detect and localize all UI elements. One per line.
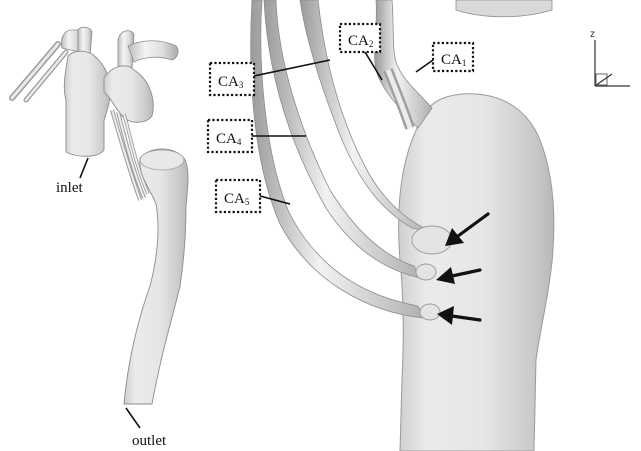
outlet-leader-line bbox=[126, 408, 140, 428]
ca1-tag: CA1 bbox=[416, 43, 473, 72]
full-aorta-model bbox=[12, 27, 188, 404]
ca5-label-base: CA bbox=[224, 191, 245, 207]
y-axis-line bbox=[595, 74, 612, 86]
ca2-label-base: CA bbox=[348, 33, 369, 49]
inlet-leader-line bbox=[80, 158, 88, 178]
z-axis-label: z bbox=[590, 29, 595, 40]
outlet-label: outlet bbox=[132, 433, 167, 449]
inlet-label: inlet bbox=[56, 180, 83, 196]
ca1-label-sub: 1 bbox=[462, 58, 467, 68]
ca1-leader-line bbox=[416, 60, 433, 72]
ca2-label-sub: 2 bbox=[369, 39, 374, 49]
ca1-label-base: CA bbox=[441, 52, 462, 68]
ca3-label-sub: 3 bbox=[239, 80, 244, 90]
axis-origin-box bbox=[596, 74, 607, 85]
ca2-tag: CA2 bbox=[340, 24, 382, 80]
ca5-label-sub: 5 bbox=[245, 197, 250, 207]
ca4-label-base: CA bbox=[216, 131, 237, 147]
ca3-label-base: CA bbox=[218, 74, 239, 90]
ca3-tag: CA3 bbox=[210, 60, 330, 95]
axis-triad: z bbox=[590, 29, 630, 86]
ca4-label-sub: 4 bbox=[237, 137, 242, 147]
